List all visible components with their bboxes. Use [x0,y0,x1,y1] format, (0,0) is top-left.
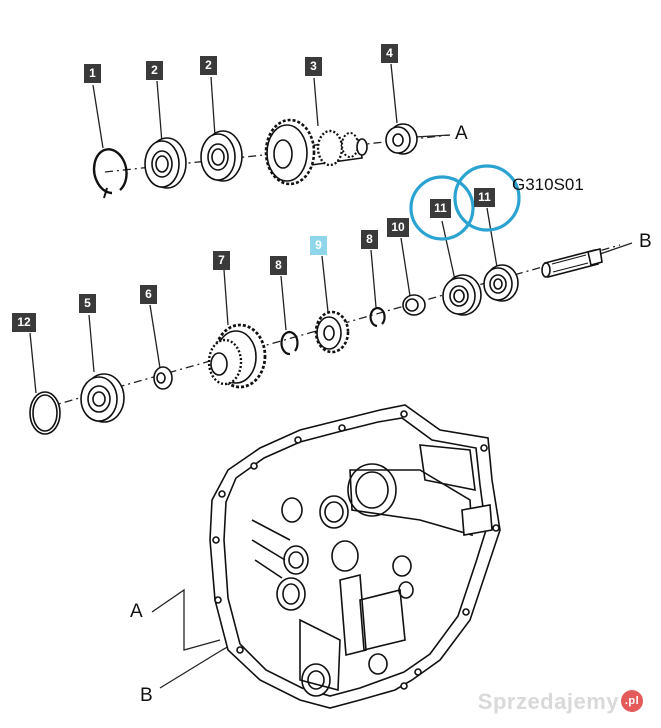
callout-2b: 2 [200,56,217,75]
highlight-circle-11a [409,175,475,241]
label-b-bottom: B [140,685,153,706]
snap-ring-8b [369,306,386,328]
watermark-badge: .pl [621,690,643,712]
bearing-11b [483,264,519,302]
o-ring-12 [29,391,61,435]
callout-5: 5 [79,294,96,313]
label-a-bottom: A [130,601,143,622]
callout-12: 12 [12,313,36,332]
callout-2a: 2 [146,61,163,80]
callout-9: 9 [310,236,327,255]
callout-4: 4 [381,44,398,63]
shaft-b [541,248,603,278]
callout-8a: 8 [270,256,287,275]
bearing-11a [442,274,482,316]
watermark: Sprzedajemy.pl [478,690,643,714]
label-a-top: A [455,123,468,144]
drawing-code: G310S01 [512,175,584,194]
washer-4 [385,123,418,155]
callout-10: 10 [387,218,409,237]
bearing-5 [80,373,125,423]
callout-8b: 8 [361,230,378,249]
gear-9 [314,310,350,354]
callout-7: 7 [213,251,230,270]
bearing-2a [144,137,187,189]
snap-ring-8a [280,330,299,356]
gear-shaft-3 [264,118,368,186]
gear-7 [207,323,267,389]
callout-11b: 11 [474,188,495,207]
washer-6 [153,366,173,390]
callout-1: 1 [84,64,101,83]
circlip-1 [92,148,128,195]
callout-11a: 11 [430,199,451,218]
watermark-text: Sprzedajemy [477,689,619,714]
label-b-right: B [639,231,652,252]
highlight-circle-11b [453,164,521,232]
bearing-2b [200,130,243,182]
washer-10 [402,294,426,316]
transmission-housing [209,404,501,709]
callout-3: 3 [305,57,322,76]
callout-6: 6 [140,285,157,304]
